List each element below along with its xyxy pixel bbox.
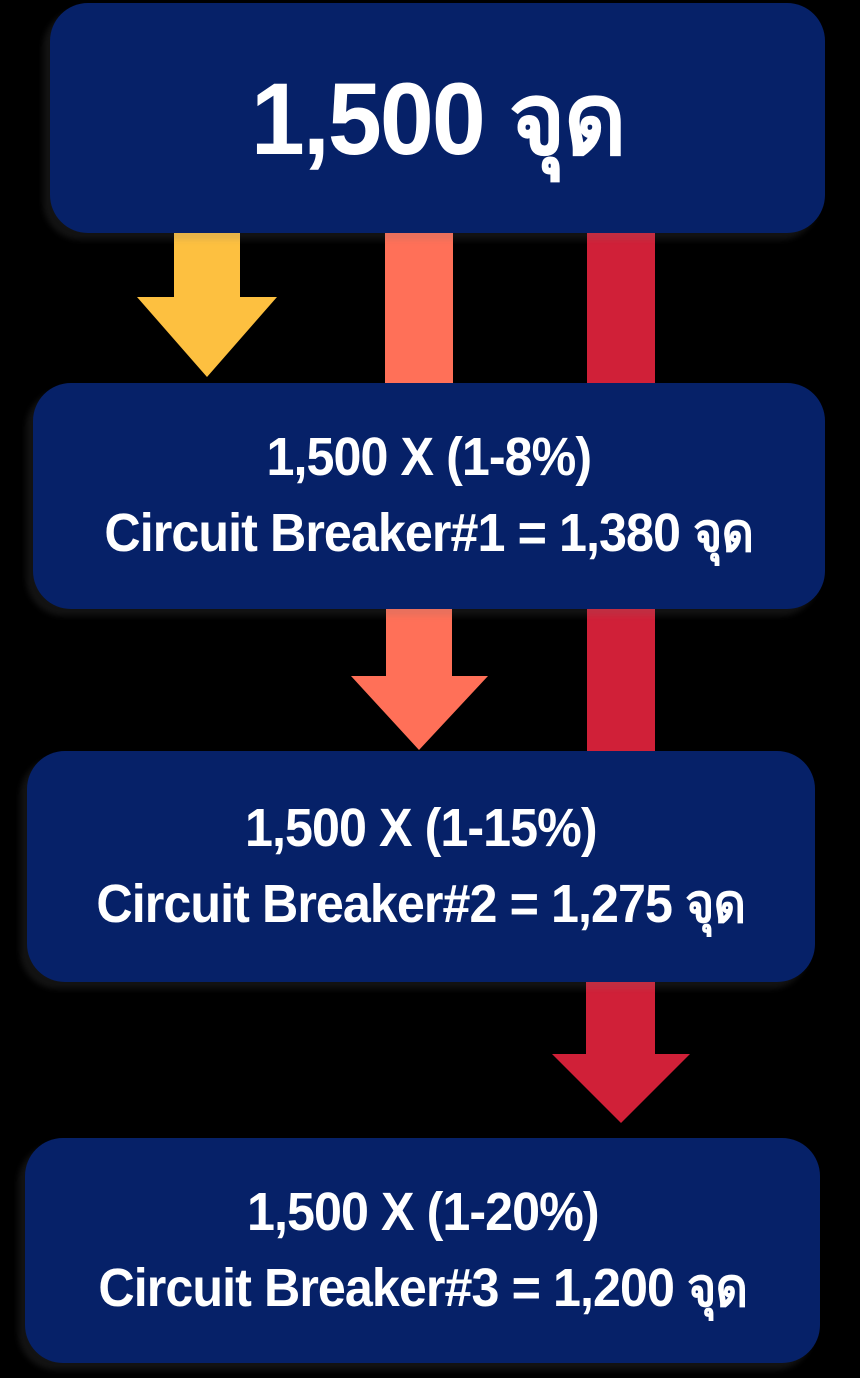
level3-down-arrow-icon xyxy=(552,981,690,1123)
circuit-breaker-3-box: 1,500 X (1-20%) Circuit Breaker#3 = 1,20… xyxy=(25,1138,820,1363)
set-index-start-box: 1,500 จุด xyxy=(50,3,825,233)
circuit-breaker-2-box: 1,500 X (1-15%) Circuit Breaker#2 = 1,27… xyxy=(27,751,815,982)
circuit-breaker-2-formula: 1,500 X (1-15%) xyxy=(245,797,598,858)
circuit-breaker-1-text: 1,500 X (1-8%) Circuit Breaker#1 = 1,380… xyxy=(104,420,755,571)
level1-down-arrow-icon xyxy=(137,231,277,377)
circuit-breaker-2-text: 1,500 X (1-15%) Circuit Breaker#2 = 1,27… xyxy=(96,791,747,942)
circuit-breaker-3-text: 1,500 X (1-20%) Circuit Breaker#3 = 1,20… xyxy=(98,1175,748,1326)
circuit-breaker-3-formula: 1,500 X (1-20%) xyxy=(246,1181,600,1242)
level3-connector-bar-lower xyxy=(587,606,655,755)
circuit-breaker-3-result: Circuit Breaker#3 = 1,200 จุด xyxy=(98,1257,748,1318)
level2-connector-bar xyxy=(385,231,453,387)
circuit-breaker-1-box: 1,500 X (1-8%) Circuit Breaker#1 = 1,380… xyxy=(33,383,825,609)
level2-down-arrow-icon xyxy=(351,606,488,750)
circuit-breaker-2-result: Circuit Breaker#2 = 1,275 จุด xyxy=(96,873,747,934)
circuit-breaker-1-formula: 1,500 X (1-8%) xyxy=(266,427,593,488)
level3-connector-bar-upper xyxy=(587,231,655,387)
set-index-start-label: 1,500 จุด xyxy=(250,62,627,176)
circuit-breaker-1-result: Circuit Breaker#1 = 1,380 จุด xyxy=(104,503,755,563)
